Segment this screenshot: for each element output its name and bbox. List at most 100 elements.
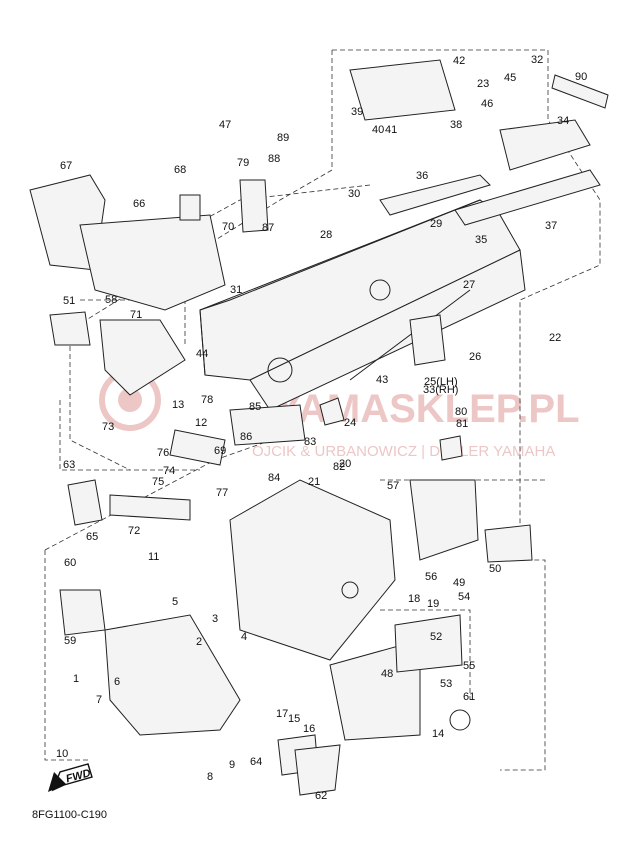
callout-10: 10 xyxy=(56,748,68,760)
callout-5: 5 xyxy=(172,596,178,608)
diagram-code: 8FG1100-C190 xyxy=(32,809,107,821)
callout-80: 80 xyxy=(455,406,467,418)
callout-23: 23 xyxy=(477,78,489,90)
callout-7: 7 xyxy=(96,694,102,706)
callout-34: 34 xyxy=(557,115,569,127)
callout-22: 22 xyxy=(549,332,561,344)
callout-64: 64 xyxy=(250,756,262,768)
callout-32: 32 xyxy=(531,54,543,66)
callout-89: 89 xyxy=(277,132,289,144)
callout-65: 65 xyxy=(86,531,98,543)
callout-50: 50 xyxy=(489,563,501,575)
callout-20: 20 xyxy=(339,458,351,470)
callout-3: 3 xyxy=(212,613,218,625)
callout-36: 36 xyxy=(416,170,428,182)
watermark-subtitle: OJCIK & URBANOWICZ | DEALER YAMAHA xyxy=(252,443,555,460)
callout-14: 14 xyxy=(432,728,444,740)
callout-57: 57 xyxy=(387,480,399,492)
callout-45: 45 xyxy=(504,72,516,84)
callout-8: 8 xyxy=(207,771,213,783)
callout-1: 1 xyxy=(73,673,79,685)
callout-38: 38 xyxy=(450,119,462,131)
callout-54: 54 xyxy=(458,591,470,603)
callout-49: 49 xyxy=(453,577,465,589)
callout-13: 13 xyxy=(172,399,184,411)
callout-84: 84 xyxy=(268,472,280,484)
callout-37: 37 xyxy=(545,220,557,232)
callout-61: 61 xyxy=(463,691,475,703)
callout-24: 24 xyxy=(344,417,356,429)
fwd-arrow-icon: FWD xyxy=(48,763,93,792)
callout-67: 67 xyxy=(60,160,72,172)
callout-48: 48 xyxy=(381,668,393,680)
callout-68: 68 xyxy=(174,164,186,176)
callout-81: 81 xyxy=(456,418,468,430)
callout-82: 82 xyxy=(333,461,345,473)
callout-30: 30 xyxy=(348,188,360,200)
callout-59: 59 xyxy=(64,635,76,647)
callout-19: 19 xyxy=(427,598,439,610)
callout-53: 53 xyxy=(440,678,452,690)
callout-46: 46 xyxy=(481,98,493,110)
callout-41: 41 xyxy=(385,124,397,136)
callout-75: 75 xyxy=(152,476,164,488)
callout-6: 6 xyxy=(114,676,120,688)
callout-33rh: 33(RH) xyxy=(423,384,458,396)
callout-85: 85 xyxy=(249,401,261,413)
callout-52: 52 xyxy=(430,631,442,643)
callout-88: 88 xyxy=(268,153,280,165)
small-parts xyxy=(67,179,533,796)
callout-87: 87 xyxy=(262,222,274,234)
callout-76: 76 xyxy=(157,447,169,459)
callout-16: 16 xyxy=(303,723,315,735)
callout-21: 21 xyxy=(308,476,320,488)
callout-12: 12 xyxy=(195,417,207,429)
callout-55: 55 xyxy=(463,660,475,672)
callout-86: 86 xyxy=(240,431,252,443)
callout-18: 18 xyxy=(408,593,420,605)
callout-69: 69 xyxy=(214,445,226,457)
callout-90: 90 xyxy=(575,71,587,83)
callout-9: 9 xyxy=(229,759,235,771)
callout-63: 63 xyxy=(63,459,75,471)
callout-77: 77 xyxy=(216,487,228,499)
callout-40: 40 xyxy=(372,124,384,136)
callout-17: 17 xyxy=(276,708,288,720)
callout-71: 71 xyxy=(130,309,142,321)
callout-70: 70 xyxy=(222,221,234,233)
callout-66: 66 xyxy=(133,198,145,210)
callout-62: 62 xyxy=(315,790,327,802)
callout-56: 56 xyxy=(425,571,437,583)
rear-rails xyxy=(349,59,609,226)
callout-15: 15 xyxy=(288,713,300,725)
callout-39: 39 xyxy=(351,106,363,118)
callout-26: 26 xyxy=(469,351,481,363)
callout-11: 11 xyxy=(148,551,159,563)
callout-83: 83 xyxy=(304,436,316,448)
tunnel-frame xyxy=(199,199,526,411)
callout-58: 58 xyxy=(105,294,117,306)
callout-44: 44 xyxy=(196,348,208,360)
callout-4: 4 xyxy=(241,631,247,643)
callout-2: 2 xyxy=(196,636,202,648)
callout-74: 74 xyxy=(163,465,175,477)
callout-42: 42 xyxy=(453,55,465,67)
engine-cradle xyxy=(59,479,479,741)
callout-72: 72 xyxy=(128,525,140,537)
callout-78: 78 xyxy=(201,394,213,406)
callout-29: 29 xyxy=(430,218,442,230)
callout-60: 60 xyxy=(64,557,76,569)
callout-47: 47 xyxy=(219,119,231,131)
front-panels xyxy=(29,174,226,396)
callout-31: 31 xyxy=(230,284,242,296)
callout-27: 27 xyxy=(463,279,475,291)
callout-79: 79 xyxy=(237,157,249,169)
callout-28: 28 xyxy=(320,229,332,241)
callout-35: 35 xyxy=(475,234,487,246)
callout-43: 43 xyxy=(376,374,388,386)
callout-51: 51 xyxy=(63,295,75,307)
callout-25lh: 25(LH) xyxy=(424,376,458,388)
callout-73: 73 xyxy=(102,421,114,433)
